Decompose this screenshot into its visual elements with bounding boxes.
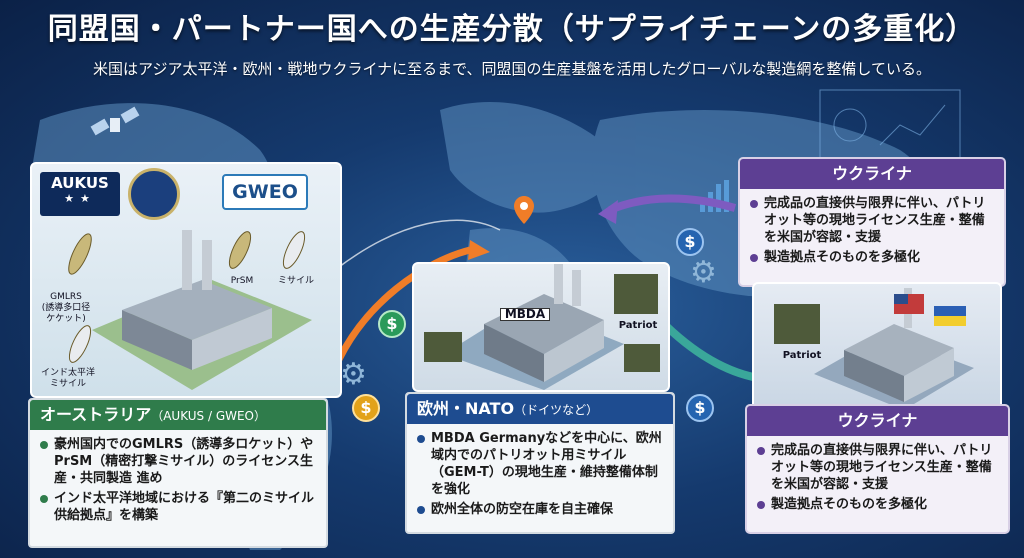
australia-heading: オーストラリア（AUKUS / GWEO） <box>30 400 326 430</box>
dollar-coin-icon: $ <box>352 394 380 422</box>
list-item: 豪州国内でのGMLRS（誘導多ロケット）やPrSM（精密打撃ミサイル）のライセン… <box>38 436 318 487</box>
patriot-label: Patriot <box>782 350 822 361</box>
list-item: 製造拠点そのものを多極化 <box>748 249 996 266</box>
ukraine-bottom-bullet-list: 完成品の直接供与限界に伴い、パトリオット等の現地ライセンス生産・整備を米国が容認… <box>747 436 1008 513</box>
list-item: 完成品の直接供与限界に伴い、パトリオット等の現地ライセンス生産・整備を米国が容認… <box>755 442 1000 493</box>
europe-bullet-list: MBDA Germanyなどを中心に、欧州域内でのパトリオット用ミサイル（GEM… <box>407 424 673 518</box>
ukraine-bottom-heading: ウクライナ <box>747 406 1008 436</box>
australia-card: オーストラリア（AUKUS / GWEO） 豪州国内でのGMLRS（誘導多ロケッ… <box>28 398 328 548</box>
ukraine-top-heading: ウクライナ <box>740 159 1004 189</box>
list-item: 完成品の直接供与限界に伴い、パトリオット等の現地ライセンス生産・整備を米国が容認… <box>748 195 996 246</box>
us-factory-illustration <box>774 288 974 410</box>
ukraine-top-card: ウクライナ 完成品の直接供与限界に伴い、パトリオット等の現地ライセンス生産・整備… <box>738 157 1006 287</box>
dollar-coin-icon: $ <box>378 310 406 338</box>
indo-label: インド太平洋 ミサイル <box>40 368 95 389</box>
gear-icon: ⚙ <box>340 357 367 392</box>
list-item: インド太平洋地域における『第二のミサイル供給拠点』を構築 <box>38 490 318 524</box>
gear-icon: ⚙ <box>690 255 717 290</box>
europe-card: 欧州・NATO（ドイツなど） MBDA Germanyなどを中心に、欧州域内での… <box>405 392 675 534</box>
list-item: 製造拠点そのものを多極化 <box>755 496 1000 513</box>
page-title: 同盟国・パートナー国への生産分散（サプライチェーンの多重化） <box>47 12 977 47</box>
gweo-logo: GWEO <box>222 174 308 210</box>
ukraine-top-bullet-list: 完成品の直接供与限界に伴い、パトリオット等の現地ライセンス生産・整備を米国が容認… <box>740 189 1004 266</box>
prsm-label: PrSM <box>230 276 254 286</box>
mbda-sign: MBDA <box>500 308 550 321</box>
dollar-coin-icon: $ <box>686 394 714 422</box>
satellite-icon <box>90 106 140 136</box>
europe-heading: 欧州・NATO（ドイツなど） <box>407 394 673 424</box>
location-pin-icon <box>514 196 534 224</box>
aukus-logo: AUKUS ★★ <box>40 172 120 216</box>
dollar-coin-icon: $ <box>676 228 704 256</box>
australia-illustration: AUKUS ★★ GWEO GMLRS (誘導多口径 ケケット) PrSM ミサ… <box>30 162 342 398</box>
patriot-label: Patriot <box>618 320 658 331</box>
australia-seal-logo <box>128 168 180 220</box>
list-item: MBDA Germanyなどを中心に、欧州域内でのパトリオット用ミサイル（GEM… <box>415 430 665 498</box>
europe-illustration: MBDA Patriot <box>412 262 670 392</box>
list-item: 欧州全体の防空在庫を自主確保 <box>415 501 665 518</box>
gmlrs-label: GMLRS (誘導多口径 ケケット) <box>41 292 91 324</box>
australia-bullet-list: 豪州国内でのGMLRS（誘導多ロケット）やPrSM（精密打撃ミサイル）のライセン… <box>30 430 326 524</box>
missile-label: ミサイル <box>277 276 314 286</box>
us-ukraine-illustration: Patriot <box>752 282 1002 412</box>
missile-factory-illustration <box>68 230 312 390</box>
page-subtitle: 米国はアジア太平洋・欧州・戦地ウクライナに至るまで、同盟国の生産基盤を活用したグ… <box>93 60 931 78</box>
ukraine-bottom-card: ウクライナ 完成品の直接供与限界に伴い、パトリオット等の現地ライセンス生産・整備… <box>745 404 1010 534</box>
